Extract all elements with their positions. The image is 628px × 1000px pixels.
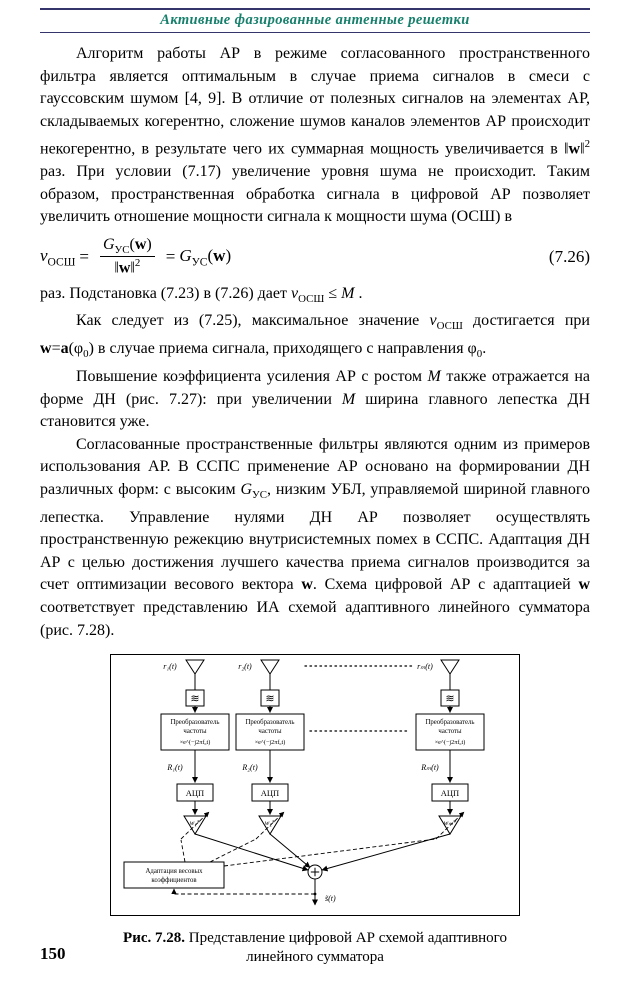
channel-m: rₘ(t) ≋ Преобразователь частоты ×e^(−j2π… <box>321 659 485 872</box>
channel-1: r₁(t) ≋ Преобразователь частоты ×e^(−j2π… <box>160 659 309 872</box>
converter-label-2: частоты <box>438 728 462 735</box>
filter-symbol: ≋ <box>445 693 454 705</box>
figure-7-28-diagram: r₁(t) ≋ Преобразователь частоты ×e^(−j2π… <box>110 654 520 917</box>
channel-2-signal-label: r₂(t) <box>238 662 252 671</box>
adc-label: АЦП <box>441 788 459 798</box>
equals-sign: = <box>165 246 176 266</box>
converter-label-1: Преобразователь <box>170 719 219 726</box>
adc-label: АЦП <box>261 788 279 798</box>
converter-label-3: ×e^(−j2πf₀t) <box>180 739 211 746</box>
chapter-title: Активные фазированные антенные решетки <box>160 12 470 28</box>
converter-label-3: ×e^(−j2πf₀t) <box>435 739 466 746</box>
adaptation-label-1: Адаптация весовых <box>145 868 203 875</box>
adaptation-box <box>123 861 225 889</box>
channel-2-if-label: R₂(t) <box>241 763 258 772</box>
control-line-m <box>223 838 437 867</box>
adaptation-label-2: коэффициентов <box>151 877 196 884</box>
equation-7-26: νОСШ = GУС(w) ‖w‖2 = GУС(w) (7.26) <box>40 236 590 278</box>
caption-line-2: линейного сумматора <box>246 949 384 966</box>
channel-m-if-label: Rₘ(t) <box>420 763 439 772</box>
antenna-icon <box>440 659 460 676</box>
equals-sign: = <box>79 246 89 266</box>
filter-symbol: ≋ <box>265 693 274 705</box>
frequency-converter-block <box>235 713 305 751</box>
paragraph-2: раз. Подстановка (7.23) в (7.26) дает νО… <box>40 284 363 305</box>
fraction: GУС(w) ‖w‖2 <box>99 236 155 278</box>
paragraph-5: Согласованные пространственные фильтры я… <box>40 435 590 639</box>
channel-m-weight-label: wₘ* <box>444 819 457 827</box>
paragraph-3: Как следует из (7.25), максимальное знач… <box>40 312 590 361</box>
channel-2: r₂(t) ≋ Преобразователь частоты ×e^(−j2π… <box>235 659 311 869</box>
control-line-2 <box>209 838 257 863</box>
converter-label-3: ×e^(−j2πf₀t) <box>255 739 286 746</box>
figure-caption: Рис. 7.28. Представление цифровой АР схе… <box>110 929 520 967</box>
fraction-denominator: ‖w‖2 <box>99 256 155 277</box>
paragraph-1: Алгоритм работы АР в режиме согласованно… <box>40 45 590 226</box>
junction-dot <box>313 892 317 896</box>
adaptation-block: Адаптация весовых коэффициентов <box>123 838 437 895</box>
control-line-1 <box>180 840 186 863</box>
converter-label-2: частоты <box>258 728 282 735</box>
channel-1-weight-label: w₁* <box>190 819 201 827</box>
feedback-line <box>171 888 315 895</box>
paragraph-4: Повышение коэффициента усиления АР с рос… <box>40 367 591 431</box>
equation-rhs: GУС(w) <box>179 245 232 269</box>
figure-7-28: r₁(t) ≋ Преобразователь частоты ×e^(−j2π… <box>110 654 520 967</box>
converter-label-1: Преобразователь <box>245 719 294 726</box>
frequency-converter-block <box>415 713 485 751</box>
running-header: Активные фазированные антенные решетки <box>40 8 590 33</box>
channel-2-weight-label: w₂* <box>265 819 276 827</box>
adc-label: АЦП <box>186 788 204 798</box>
equation-number: (7.26) <box>548 246 590 266</box>
channel-1-signal-label: r₁(t) <box>163 662 177 671</box>
antenna-icon <box>260 659 280 676</box>
channel-m-signal-label: rₘ(t) <box>417 662 433 671</box>
caption-line-1: Рис. 7.28. Представление цифровой АР схе… <box>123 930 507 947</box>
converter-label-2: частоты <box>183 728 207 735</box>
equation-lhs: νОСШ <box>40 245 76 269</box>
summation-node: s̃(t) <box>307 864 336 906</box>
fraction-numerator: GУС(w) <box>102 236 152 257</box>
page-number: 150 <box>40 944 66 963</box>
filter-symbol: ≋ <box>190 693 199 705</box>
channel-1-if-label: R₁(t) <box>166 763 183 772</box>
antenna-icon <box>185 659 205 676</box>
caption-figure-number: Рис. 7.28. <box>123 930 186 947</box>
converter-label-1: Преобразователь <box>425 719 474 726</box>
output-signal-label: s̃(t) <box>325 894 336 903</box>
